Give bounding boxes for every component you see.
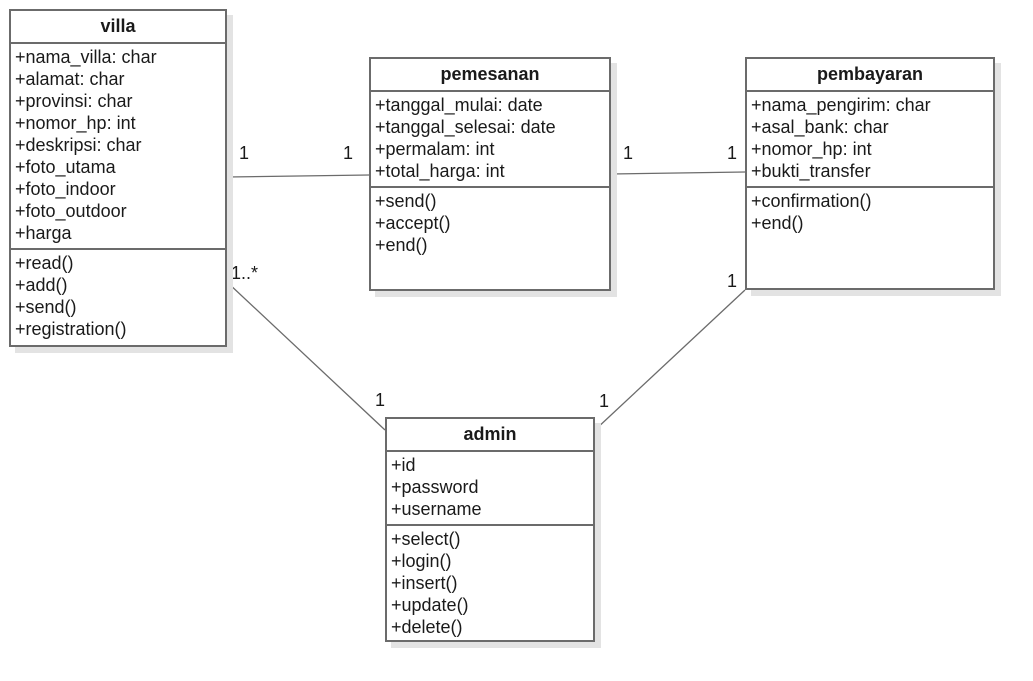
attribute: +tanggal_mulai: date <box>375 95 543 115</box>
multiplicity-villa-pemesanan-to: 1 <box>343 143 354 163</box>
multiplicity-pembayaran-admin-to: 1 <box>599 391 610 411</box>
attributes-section: +nama_villa: char +alamat: char +provins… <box>11 44 225 250</box>
multiplicity-villa-pemesanan-from: 1 <box>239 143 250 163</box>
attribute: +nama_villa: char <box>15 47 157 67</box>
association-pemesanan-pembayaran <box>610 171 746 175</box>
attribute: +foto_outdoor <box>15 201 127 221</box>
operation: +registration() <box>15 319 127 339</box>
attribute: +nomor_hp: int <box>751 139 872 159</box>
operation: +select() <box>391 529 461 549</box>
attribute: +permalam: int <box>375 139 495 159</box>
operation: +delete() <box>391 617 463 637</box>
class-name: admin <box>387 419 593 452</box>
attribute: +bukti_transfer <box>751 161 871 181</box>
operations-section: +send() +accept() +end() <box>371 188 609 256</box>
attribute: +foto_indoor <box>15 179 116 199</box>
attributes-section: +nama_pengirim: char +asal_bank: char +n… <box>747 92 993 188</box>
attribute: +harga <box>15 223 72 243</box>
multiplicity-pemesanan-pembayaran-to: 1 <box>727 143 738 163</box>
attribute: +nama_pengirim: char <box>751 95 931 115</box>
multiplicity-pembayaran-admin-from: 1 <box>727 271 738 291</box>
class-pemesanan[interactable]: pemesanan +tanggal_mulai: date +tanggal_… <box>369 57 611 291</box>
class-name: villa <box>11 11 225 44</box>
attribute: +alamat: char <box>15 69 125 89</box>
class-villa[interactable]: villa +nama_villa: char +alamat: char +p… <box>9 9 227 347</box>
operation: +end() <box>375 235 428 255</box>
operation: +add() <box>15 275 68 295</box>
attribute: +tanggal_selesai: date <box>375 117 556 137</box>
operations-section: +confirmation() +end() <box>747 188 993 234</box>
class-name: pembayaran <box>747 59 993 92</box>
attribute: +deskripsi: char <box>15 135 142 155</box>
operation: +insert() <box>391 573 458 593</box>
operation: +send() <box>375 191 437 211</box>
multiplicity-pemesanan-pembayaran-from: 1 <box>623 143 634 163</box>
attribute: +foto_utama <box>15 157 116 177</box>
attribute: +provinsi: char <box>15 91 133 111</box>
attribute: +nomor_hp: int <box>15 113 136 133</box>
attribute: +id <box>391 455 416 475</box>
operation: +accept() <box>375 213 451 233</box>
class-pembayaran[interactable]: pembayaran +nama_pengirim: char +asal_ba… <box>745 57 995 290</box>
operation: +end() <box>751 213 804 233</box>
attributes-section: +id +password +username <box>387 452 593 526</box>
operations-section: +read() +add() +send() +registration() <box>11 250 225 340</box>
operation: +login() <box>391 551 452 571</box>
operation: +update() <box>391 595 469 615</box>
attribute: +username <box>391 499 482 519</box>
operation: +send() <box>15 297 77 317</box>
attribute: +password <box>391 477 479 497</box>
association-pembayaran-admin <box>594 289 746 431</box>
association-villa-pemesanan <box>226 174 370 178</box>
multiplicity-villa-admin-to: 1 <box>375 390 386 410</box>
class-admin[interactable]: admin +id +password +username +select() … <box>385 417 595 642</box>
class-name: pemesanan <box>371 59 609 92</box>
attribute: +total_harga: int <box>375 161 505 181</box>
association-villa-admin <box>226 281 386 431</box>
operation: +confirmation() <box>751 191 872 211</box>
attribute: +asal_bank: char <box>751 117 889 137</box>
attributes-section: +tanggal_mulai: date +tanggal_selesai: d… <box>371 92 609 188</box>
operations-section: +select() +login() +insert() +update() +… <box>387 526 593 638</box>
multiplicity-villa-admin-from: 1..* <box>231 263 259 283</box>
operation: +read() <box>15 253 74 273</box>
